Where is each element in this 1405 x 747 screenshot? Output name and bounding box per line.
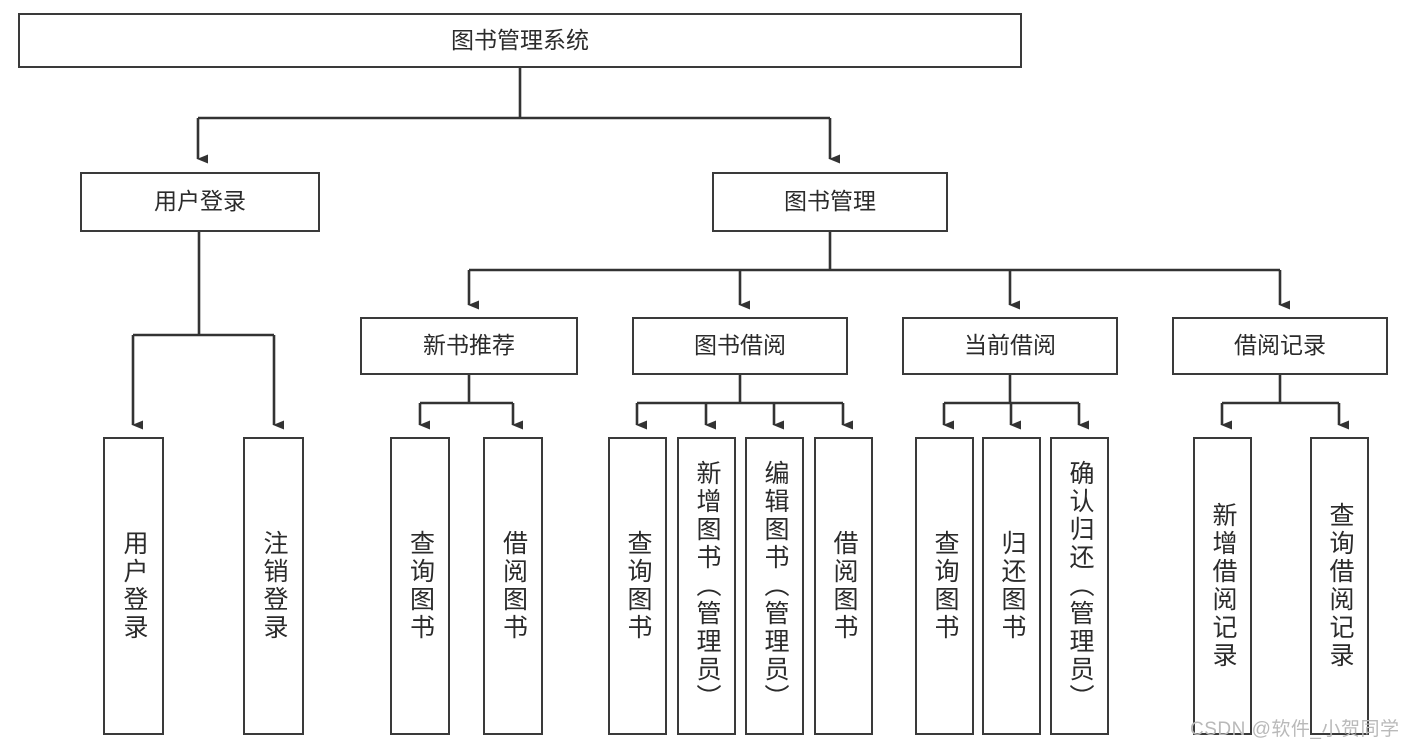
leaf-borrow-borrow-book[interactable]: 借阅图书 [814,437,873,735]
node-label: 用户登录 [154,188,246,215]
node-current-borrow[interactable]: 当前借阅 [902,317,1118,375]
node-label: 借阅记录 [1234,332,1326,359]
watermark-text: CSDN @软件_小贺同学 [1190,719,1400,740]
leaf-current-return-book[interactable]: 归还图书 [982,437,1041,735]
node-label: 新增借阅记录 [1209,502,1237,670]
node-label: 注销登录 [260,530,288,642]
leaf-borrow-add-book-admin[interactable]: 新增图书（管理员） [677,437,736,735]
node-label: 确认归还（管理员） [1066,460,1094,712]
leaf-user-login-signin[interactable]: 用户登录 [103,437,164,735]
node-user-login[interactable]: 用户登录 [80,172,320,232]
leaf-borrow-edit-book-admin[interactable]: 编辑图书（管理员） [745,437,804,735]
node-label: 查询图书 [931,530,959,642]
node-label: 图书管理系统 [451,26,589,53]
leaf-recommend-borrow-book[interactable]: 借阅图书 [483,437,543,735]
node-root-system[interactable]: 图书管理系统 [18,13,1022,68]
leaf-records-query-record[interactable]: 查询借阅记录 [1310,437,1369,735]
node-label: 借阅图书 [830,530,858,642]
leaf-current-confirm-return-admin[interactable]: 确认归还（管理员） [1050,437,1109,735]
node-book-management[interactable]: 图书管理 [712,172,948,232]
node-label: 查询图书 [406,530,435,642]
leaf-user-login-signout[interactable]: 注销登录 [243,437,304,735]
node-book-borrow[interactable]: 图书借阅 [632,317,848,375]
leaf-borrow-query-book[interactable]: 查询图书 [608,437,667,735]
node-label: 当前借阅 [964,332,1056,359]
node-label: 新书推荐 [423,332,515,359]
node-label: 借阅图书 [499,530,528,642]
node-label: 编辑图书（管理员） [761,460,789,712]
leaf-recommend-query-book[interactable]: 查询图书 [390,437,450,735]
node-borrow-records[interactable]: 借阅记录 [1172,317,1388,375]
node-label: 归还图书 [998,530,1026,642]
leaf-records-add-record[interactable]: 新增借阅记录 [1193,437,1252,735]
node-label: 用户登录 [120,530,148,642]
node-label: 查询借阅记录 [1326,502,1354,670]
leaf-current-query-book[interactable]: 查询图书 [915,437,974,735]
node-label: 图书管理 [784,188,876,215]
node-label: 图书借阅 [694,332,786,359]
node-label: 查询图书 [624,530,652,642]
node-label: 新增图书（管理员） [693,460,721,712]
node-new-book-recommend[interactable]: 新书推荐 [360,317,578,375]
